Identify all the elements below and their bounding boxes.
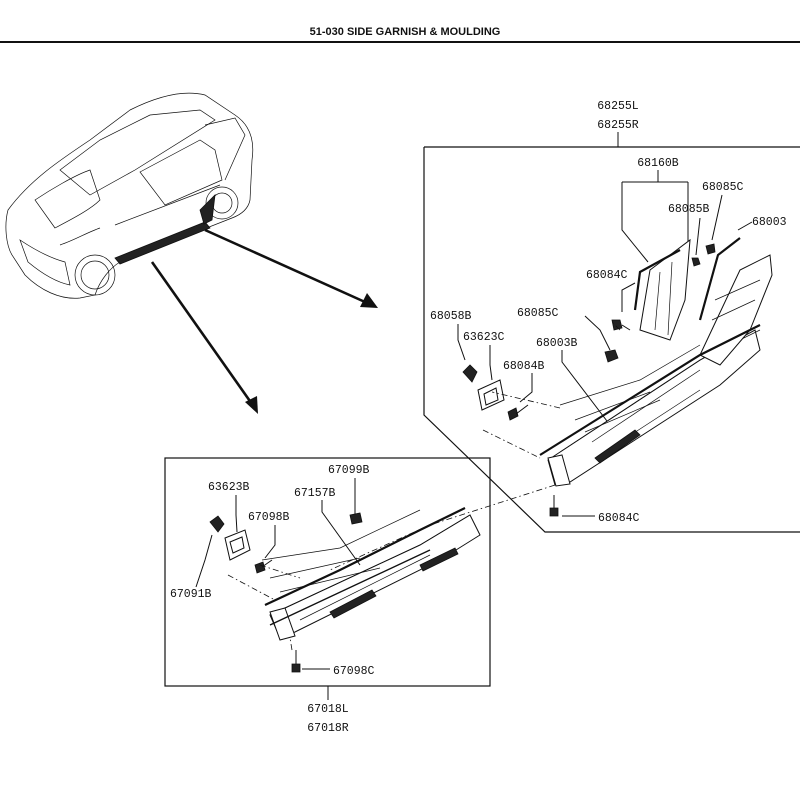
callout-68255R: 68255R: [597, 119, 639, 132]
callout-67091B: 67091B: [170, 588, 212, 601]
fasteners-upper: [462, 243, 716, 517]
vehicle-illustration: [5, 92, 254, 299]
pointer-arrows: [150, 228, 378, 414]
callout-68003B: 68003B: [536, 337, 578, 350]
callout-67018R: 67018R: [307, 722, 349, 735]
callout-68085C-upper: 68085C: [702, 181, 744, 194]
callout-68160B: 68160B: [637, 157, 679, 170]
callout-63623B: 63623B: [208, 481, 250, 494]
diagram-title: 51-030 SIDE GARNISH & MOULDING: [310, 26, 501, 38]
garnish-lower: [261, 507, 481, 641]
callout-67098B: 67098B: [248, 511, 290, 524]
callout-68255L: 68255L: [597, 100, 639, 113]
callout-67018L: 67018L: [307, 703, 349, 716]
callout-67157B: 67157B: [294, 487, 336, 500]
callout-68003-edge: 68003: [752, 216, 787, 229]
callout-68084C-bottom: 68084C: [598, 512, 640, 525]
callout-63623C: 63623C: [463, 331, 505, 344]
callout-68058B: 68058B: [430, 310, 472, 323]
garnish-upper: [539, 237, 773, 487]
callout-68084C-mid: 68084C: [586, 269, 628, 282]
callout-68084B: 68084B: [503, 360, 545, 373]
fasteners-lower: [209, 512, 363, 673]
callout-68085B: 68085B: [668, 203, 710, 216]
callout-67099B: 67099B: [328, 464, 370, 477]
assembly-box-upper: [423, 146, 800, 533]
callout-68085C-mid: 68085C: [517, 307, 559, 320]
callout-67098C: 67098C: [333, 665, 375, 678]
